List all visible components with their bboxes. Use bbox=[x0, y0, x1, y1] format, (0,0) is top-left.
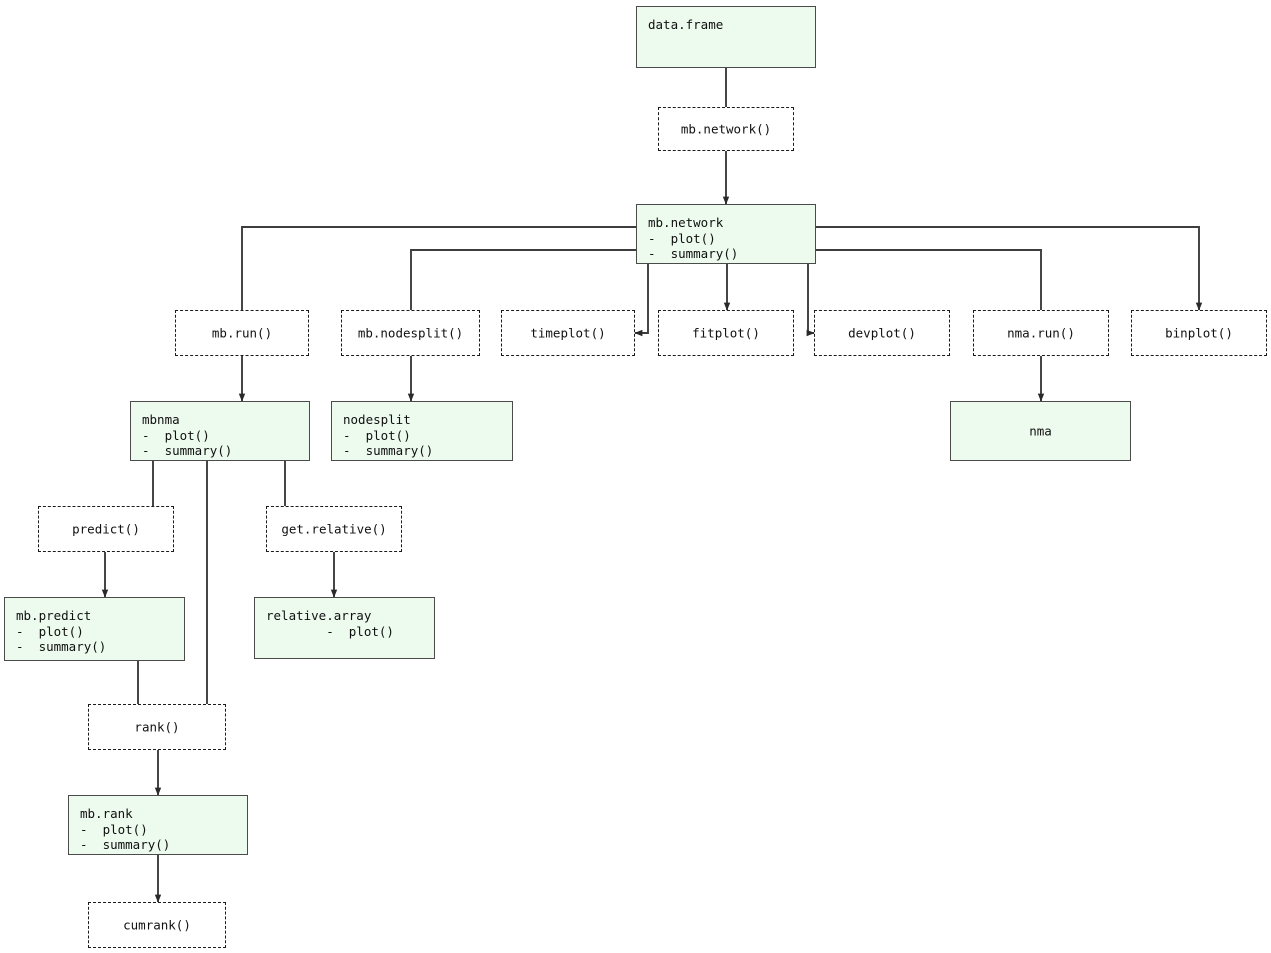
object-node-nodesplit[interactable]: nodesplit - plot() - summary() bbox=[331, 401, 513, 461]
node-label-mb_network: mb.network - plot() - summary() bbox=[648, 215, 739, 261]
object-node-mb_network[interactable]: mb.network - plot() - summary() bbox=[636, 204, 816, 264]
node-label-cumrank: cumrank() bbox=[123, 917, 191, 933]
node-label-predict: predict() bbox=[72, 521, 140, 537]
node-label-get_relative: get.relative() bbox=[281, 521, 387, 537]
object-node-mb_predict[interactable]: mb.predict - plot() - summary() bbox=[4, 597, 185, 661]
function-node-rank[interactable]: rank() bbox=[88, 704, 226, 750]
function-node-mb_nodesplit[interactable]: mb.nodesplit() bbox=[341, 310, 480, 356]
node-label-data_frame: data.frame bbox=[648, 17, 724, 32]
node-label-relative_array: relative.array - plot() bbox=[266, 608, 394, 639]
edge-mb_network-to-mb_nodesplit bbox=[410, 249, 636, 310]
node-label-rank: rank() bbox=[134, 719, 180, 735]
node-label-devplot: devplot() bbox=[848, 325, 916, 341]
function-node-nma_run[interactable]: nma.run() bbox=[973, 310, 1109, 356]
function-node-binplot[interactable]: binplot() bbox=[1131, 310, 1267, 356]
node-label-nma_run: nma.run() bbox=[1007, 325, 1075, 341]
function-node-cumrank[interactable]: cumrank() bbox=[88, 902, 226, 948]
node-label-mb_network_fn: mb.network() bbox=[680, 121, 772, 137]
node-label-mb_predict: mb.predict - plot() - summary() bbox=[16, 608, 107, 654]
edge-mb_network-to-timeplot bbox=[634, 264, 649, 337]
function-node-fitplot[interactable]: fitplot() bbox=[658, 310, 794, 356]
function-node-predict[interactable]: predict() bbox=[38, 506, 174, 552]
node-label-timeplot: timeplot() bbox=[530, 325, 606, 341]
node-label-mbnma: mbnma - plot() - summary() bbox=[142, 412, 233, 458]
node-label-nodesplit: nodesplit - plot() - summary() bbox=[343, 412, 434, 458]
function-node-timeplot[interactable]: timeplot() bbox=[501, 310, 635, 356]
object-node-nma[interactable]: nma bbox=[950, 401, 1131, 461]
node-label-mb_run: mb.run() bbox=[211, 325, 273, 341]
function-node-get_relative[interactable]: get.relative() bbox=[266, 506, 402, 552]
edge-mb_network-to-mb_run bbox=[241, 226, 636, 310]
edge-group bbox=[101, 68, 1203, 903]
function-node-mb_network_fn[interactable]: mb.network() bbox=[658, 107, 794, 151]
object-node-mbnma[interactable]: mbnma - plot() - summary() bbox=[130, 401, 310, 461]
edge-mb_network-to-nma_run bbox=[816, 249, 1042, 310]
edge-mb_network-to-binplot bbox=[816, 226, 1203, 311]
node-label-mb_rank: mb.rank - plot() - summary() bbox=[80, 806, 171, 852]
node-label-mb_nodesplit: mb.nodesplit() bbox=[357, 325, 464, 341]
function-node-mb_run[interactable]: mb.run() bbox=[175, 310, 309, 356]
node-label-binplot: binplot() bbox=[1165, 325, 1233, 341]
object-node-data_frame[interactable]: data.frame bbox=[636, 6, 816, 68]
node-label-fitplot: fitplot() bbox=[692, 325, 760, 341]
function-node-devplot[interactable]: devplot() bbox=[814, 310, 950, 356]
object-node-mb_rank[interactable]: mb.rank - plot() - summary() bbox=[68, 795, 248, 855]
object-node-relative_array[interactable]: relative.array - plot() bbox=[254, 597, 435, 659]
node-label-nma: nma bbox=[1029, 423, 1052, 439]
